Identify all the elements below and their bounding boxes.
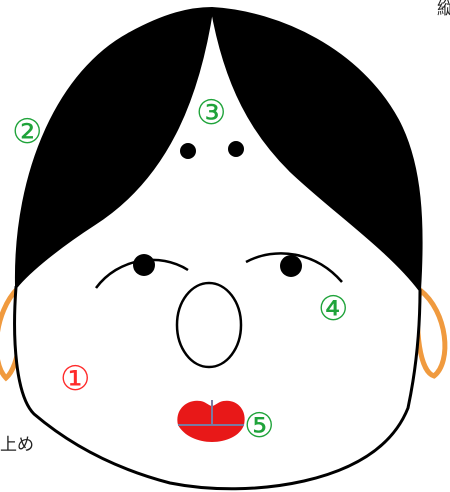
- marker-3: ③: [196, 96, 226, 130]
- right-eye: [280, 255, 302, 277]
- marker-4: ④: [318, 292, 348, 326]
- nose: [177, 283, 241, 367]
- marker-2: ②: [12, 115, 42, 149]
- forehead-dot-left: [180, 143, 196, 159]
- right-ear: [418, 290, 445, 376]
- left-eye: [133, 254, 155, 276]
- marker-5: ⑤: [244, 409, 274, 443]
- forehead-dot-right: [228, 141, 244, 157]
- corner-text-bottom-left: 上め: [0, 430, 34, 455]
- corner-text-top-right: 縦: [437, 0, 450, 19]
- marker-1: ①: [60, 362, 90, 396]
